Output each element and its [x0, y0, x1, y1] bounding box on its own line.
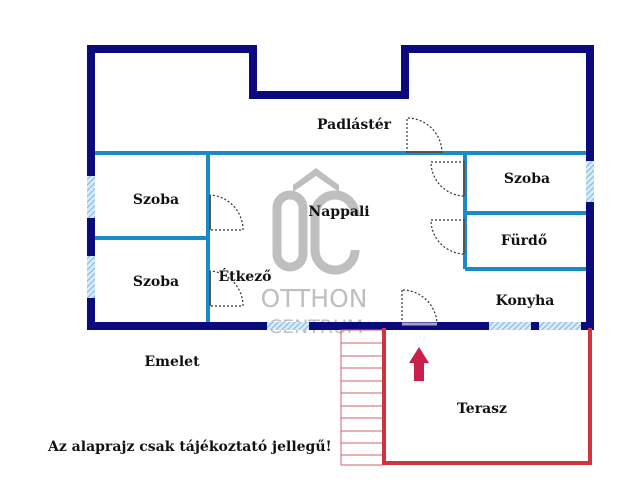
room-label-living: Nappali: [308, 204, 369, 220]
room-label-terrace: Terasz: [457, 401, 507, 417]
watermark-line1: OTTHON: [261, 284, 368, 313]
arrow-up-icon: [409, 347, 429, 381]
room-label-room-left-top: Szoba: [133, 192, 179, 208]
room-label-dining: Étkező: [218, 267, 271, 285]
room-label-room-left-bottom: Szoba: [133, 274, 179, 290]
watermark-logo: OTTHON CENTRUM: [261, 168, 368, 338]
terrace-wall: [382, 328, 592, 465]
room-label-bathroom: Fürdő: [501, 233, 547, 249]
room-label-attic: Padlástér: [317, 117, 392, 133]
windows: [87, 161, 594, 330]
room-label-room-right: Szoba: [504, 171, 550, 187]
stairs: [340, 329, 384, 466]
floor-label: Emelet: [144, 354, 200, 370]
room-label-kitchen: Konyha: [496, 293, 555, 309]
outer-wall: [87, 45, 594, 330]
disclaimer: Az alaprajz csak tájékoztató jellegű!: [47, 439, 332, 455]
